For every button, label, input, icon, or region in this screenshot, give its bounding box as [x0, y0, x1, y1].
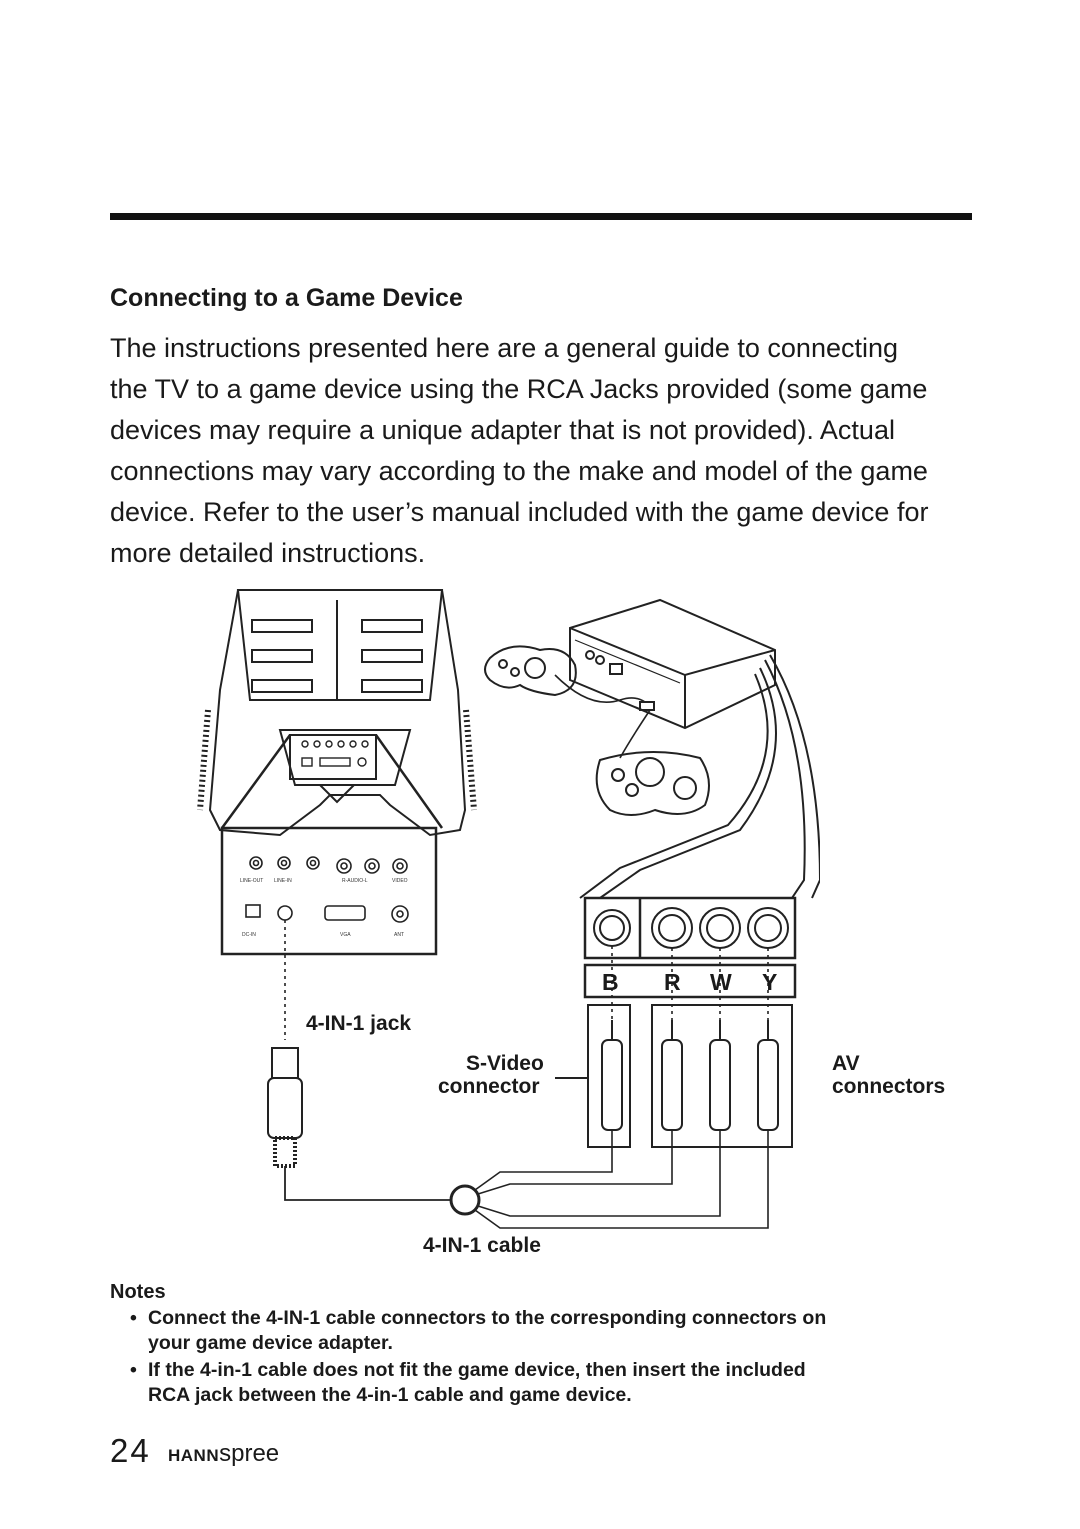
svideo-label: connector: [438, 1075, 540, 1098]
intro-line: devices may require a unique adapter tha…: [110, 415, 895, 445]
video-label: VIDEO: [392, 878, 408, 884]
av-label: connectors: [832, 1075, 946, 1098]
line-out-label: LINE-OUT: [240, 878, 263, 884]
av-label: AV: [832, 1052, 860, 1075]
notes-list: Connect the 4-IN-1 cable connectors to t…: [130, 1306, 990, 1410]
note-line: RCA jack between the 4-in-1 cable and ga…: [148, 1384, 632, 1406]
four-in-one-plug: [267, 1047, 303, 1168]
cable-label: 4-IN-1 cable: [423, 1234, 541, 1257]
note-line: If the 4-in-1 cable does not fit the gam…: [148, 1359, 806, 1381]
vga-label: VGA: [340, 932, 351, 938]
page-number: 24: [110, 1432, 151, 1469]
brand-logo: HANNspree: [168, 1440, 279, 1468]
rca-plugs: [601, 1020, 779, 1131]
brand-bold: HANN: [168, 1446, 220, 1465]
ant-label: ANT: [394, 932, 404, 938]
dc-in-label: DC-IN: [242, 932, 256, 938]
audio-label: R-AUDIO-L: [342, 878, 368, 884]
tv-connector-panel: [220, 826, 438, 956]
color-code-w: W: [710, 969, 732, 995]
color-code-y: Y: [762, 969, 777, 995]
note-item: If the 4-in-1 cable does not fit the gam…: [130, 1358, 990, 1408]
intro-line: The instructions presented here are a ge…: [110, 333, 899, 363]
note-line: your game device adapter.: [148, 1332, 393, 1354]
intro-line: device. Refer to the user’s manual inclu…: [110, 497, 929, 527]
game-controller-illustration: [484, 645, 710, 816]
connection-diagram: LINE-OUT LINE-IN R-AUDIO-L VIDEO DC-IN V…: [197, 589, 820, 1229]
note-line: Connect the 4-IN-1 cable connectors to t…: [148, 1307, 827, 1329]
intro-line: the TV to a game device using the RCA Ja…: [110, 374, 928, 404]
intro-line: connections may vary according to the ma…: [110, 456, 928, 486]
tv-rear-illustration: [197, 589, 477, 837]
note-item: Connect the 4-IN-1 cable connectors to t…: [130, 1306, 990, 1356]
intro-line: more detailed instructions.: [110, 538, 426, 568]
color-code-b: B: [602, 969, 619, 995]
intro-paragraph: The instructions presented here are a ge…: [110, 328, 990, 574]
section-heading: Connecting to a Game Device: [110, 284, 463, 312]
svideo-label: S-Video: [466, 1052, 544, 1075]
jack-label: 4-IN-1 jack: [306, 1012, 412, 1035]
brand-light: spree: [219, 1440, 280, 1467]
section-divider: [110, 213, 972, 220]
line-in-label: LINE-IN: [274, 878, 292, 884]
notes-title: Notes: [110, 1281, 166, 1303]
game-console-illustration: [569, 598, 776, 730]
color-code-r: R: [664, 969, 681, 995]
